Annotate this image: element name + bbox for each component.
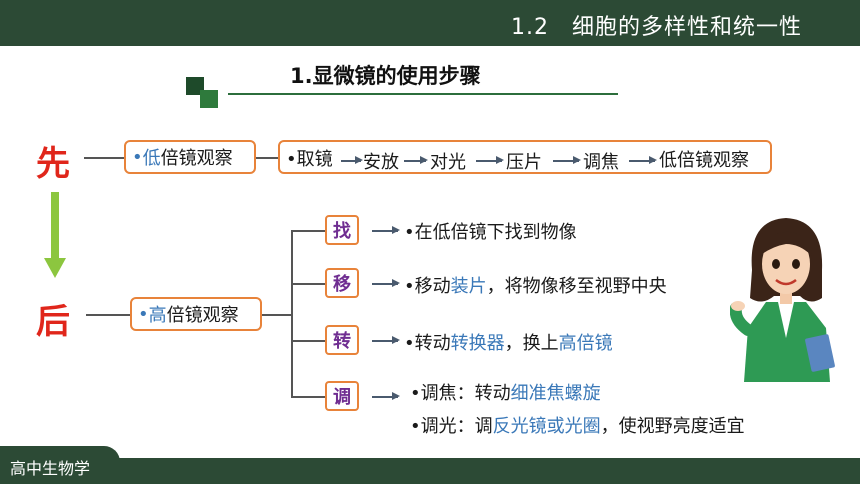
desc-text: •转动 — [404, 333, 451, 354]
step-arrow — [404, 157, 428, 163]
desc-highlight: 转换器 — [450, 333, 505, 354]
step-arrow — [341, 157, 363, 163]
desc-text: •移动 — [404, 276, 451, 297]
order-first-label: 先 — [36, 144, 70, 184]
footer-subject-label: 高中生物学 — [10, 459, 91, 478]
branch-arrow — [372, 227, 400, 233]
high-power-label: 倍镜观察 — [166, 305, 239, 326]
connector-line — [84, 157, 124, 159]
branch-trunk-line — [291, 230, 293, 396]
teacher-illustration — [730, 218, 835, 382]
footer-tab — [0, 446, 120, 484]
connector-line — [262, 314, 292, 316]
branch-arrow — [372, 337, 400, 343]
branch-arrow — [372, 280, 400, 286]
low-power-label: 倍镜观察 — [160, 148, 233, 169]
step-item: •取镜 — [286, 149, 333, 170]
step-arrow — [629, 157, 657, 163]
footer-bar — [0, 458, 860, 484]
low-power-box: •低倍镜观察 — [124, 140, 256, 174]
desc-highlight: 装片 — [450, 276, 487, 297]
branch-line — [291, 396, 325, 398]
high-power-box: •高倍镜观察 — [130, 297, 262, 331]
down-arrow-icon — [44, 192, 66, 278]
bullet: • — [138, 303, 149, 325]
desc-highlight: 细准焦螺旋 — [510, 383, 601, 404]
connector-line — [256, 157, 278, 159]
desc-text: ，换上 — [504, 333, 559, 354]
order-then-label: 后 — [36, 302, 70, 342]
branch-key-move: 移 — [325, 268, 359, 298]
desc-find: •在低倍镜下找到物像 — [404, 218, 577, 244]
step-item: 低倍镜观察 — [659, 150, 749, 171]
desc-highlight: 反光镜或光圈 — [492, 416, 601, 437]
step-arrow — [553, 157, 581, 163]
branch-key-find: 找 — [325, 215, 359, 245]
title-underline — [228, 93, 618, 95]
title-decoration-square — [200, 90, 218, 108]
title-decoration-square — [186, 77, 204, 95]
step-item: 压片 — [506, 152, 542, 173]
branch-key-adjust: 调 — [325, 381, 359, 411]
desc-text: ，将物像移至视野中央 — [486, 276, 667, 297]
header-bar — [0, 0, 860, 46]
lesson-title: 1.2 细胞的多样性和统一性 — [511, 15, 802, 40]
desc-focus: •调焦：转动细准焦螺旋 — [410, 379, 601, 405]
section-title: 1.显微镜的使用步骤 — [290, 64, 481, 88]
desc-turn: •转动转换器，换上高倍镜 — [404, 329, 613, 355]
branch-key-turn: 转 — [325, 325, 359, 355]
desc-text: •调光：调 — [410, 416, 493, 437]
desc-move: •移动装片，将物像移至视野中央 — [404, 272, 667, 298]
branch-arrow — [372, 393, 400, 399]
branch-line — [291, 230, 325, 232]
low-power-prefix: 低 — [142, 148, 161, 169]
desc-text: ，使视野亮度适宜 — [600, 416, 745, 437]
desc-light: •调光：调反光镜或光圈，使视野亮度适宜 — [410, 412, 745, 438]
bullet: • — [132, 146, 143, 168]
high-power-prefix: 高 — [148, 305, 167, 326]
desc-text: •在低倍镜下找到物像 — [404, 222, 577, 243]
desc-highlight: 高倍镜 — [558, 333, 613, 354]
desc-text: •调焦：转动 — [410, 383, 511, 404]
connector-line — [86, 314, 130, 316]
step-item: 调焦 — [583, 152, 619, 173]
step-item: 安放 — [363, 152, 399, 173]
step-arrow — [476, 157, 504, 163]
branch-line — [291, 340, 325, 342]
branch-line — [291, 283, 325, 285]
step-item: 对光 — [430, 152, 466, 173]
